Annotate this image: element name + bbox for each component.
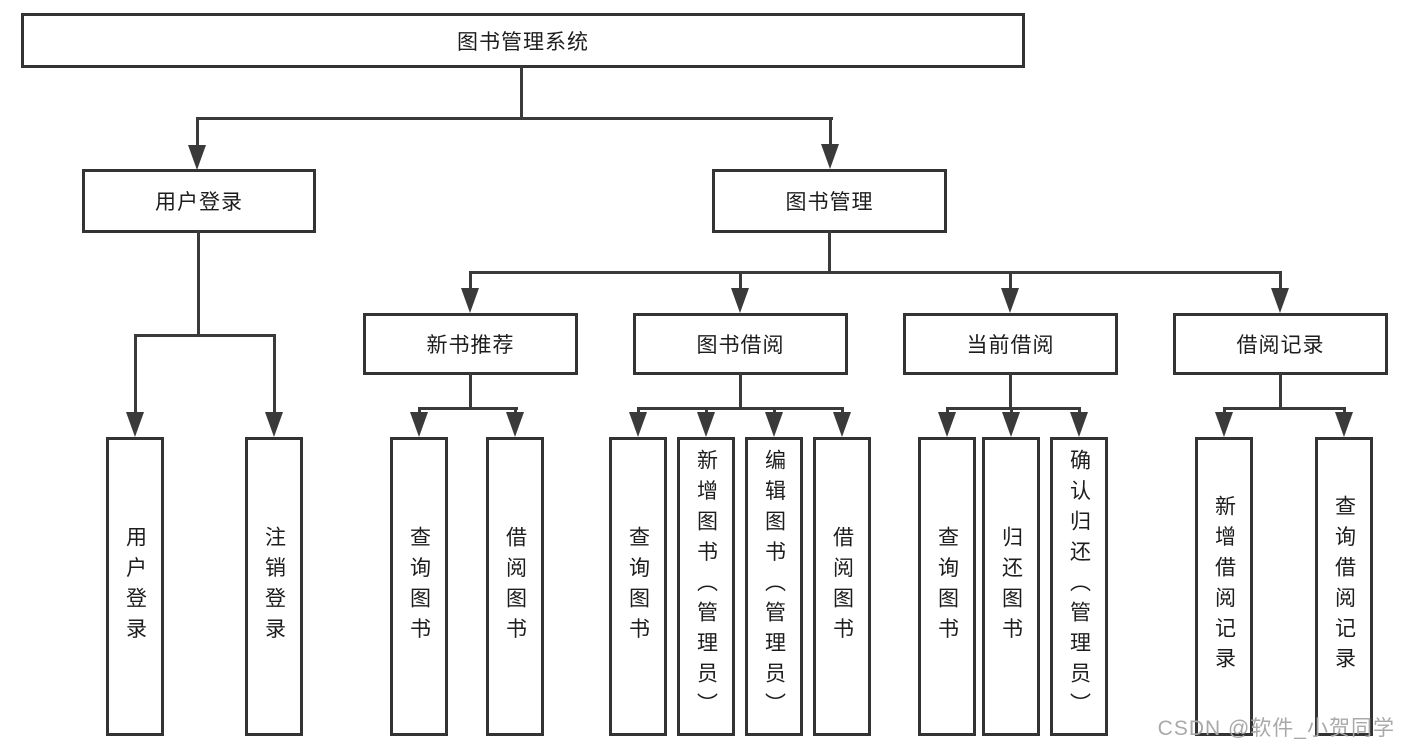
- leaf-br-add-record: 新增借阅记录: [1195, 437, 1253, 736]
- node-borrow-record: 借阅记录: [1173, 313, 1388, 375]
- connector-level2-hline: [196, 117, 833, 120]
- connector-bb-hline: [637, 407, 844, 410]
- csdn-watermark: CSDN @软件_小贺同学: [1157, 717, 1395, 740]
- leaf-logout-label: 注销登录: [262, 525, 286, 648]
- node-current-borrow-label: 当前借阅: [966, 334, 1055, 357]
- arrow-to-current-borrow: [1001, 272, 1019, 313]
- leaf-user-login-label: 用户登录: [123, 525, 147, 648]
- arrow-to-rec-borrow: [506, 408, 524, 437]
- connector-rec-stub: [469, 373, 472, 410]
- connector-br-stub: [1279, 373, 1282, 410]
- leaf-bb-query-book: 查询图书: [609, 437, 667, 736]
- connector-cb-hline: [946, 407, 1081, 410]
- leaf-rec-query-book-label: 查询图书: [407, 525, 431, 648]
- leaf-rec-borrow-book-label: 借阅图书: [503, 525, 527, 648]
- leaf-cb-confirm-return-label: 确认归还（管理员）: [1067, 449, 1091, 724]
- leaf-bb-add-book: 新增图书（管理员）: [677, 437, 735, 736]
- node-book-borrow-label: 图书借阅: [696, 334, 785, 357]
- leaf-bb-edit-book-label: 编辑图书（管理员）: [762, 449, 786, 724]
- arrow-to-user-login: [188, 118, 206, 170]
- arrow-to-bb-add: [697, 408, 715, 437]
- connector-user-login-hline: [134, 334, 276, 337]
- arrow-to-leaf-user-login: [126, 335, 144, 437]
- arrow-to-cb-return: [1002, 408, 1020, 437]
- node-user-login-label: 用户登录: [155, 191, 243, 214]
- connector-br-hline: [1223, 407, 1346, 410]
- leaf-cb-query-book-label: 查询图书: [935, 525, 959, 648]
- leaf-br-query-record: 查询借阅记录: [1315, 437, 1373, 736]
- arrow-to-cb-confirm: [1070, 408, 1088, 437]
- leaf-cb-return-book: 归还图书: [982, 437, 1040, 736]
- connector-cb-stub: [1009, 373, 1012, 410]
- arrow-to-cb-query: [938, 408, 956, 437]
- arrow-to-new-book-rec: [461, 272, 479, 313]
- arrow-to-book-borrow: [731, 272, 749, 313]
- arrow-to-br-add: [1215, 408, 1233, 437]
- node-book-mgmt-label: 图书管理: [785, 191, 874, 214]
- leaf-bb-query-book-label: 查询图书: [626, 525, 650, 648]
- leaf-bb-edit-book: 编辑图书（管理员）: [745, 437, 803, 736]
- connector-book-mgmt-stub: [828, 231, 831, 274]
- connector-root-stub: [520, 66, 523, 118]
- arrow-to-bb-query: [629, 408, 647, 437]
- node-book-mgmt: 图书管理: [712, 169, 947, 233]
- arrow-to-borrow-record: [1271, 272, 1289, 313]
- node-new-book-rec: 新书推荐: [363, 313, 578, 375]
- node-borrow-record-label: 借阅记录: [1236, 334, 1325, 357]
- leaf-cb-query-book: 查询图书: [918, 437, 976, 736]
- arrow-to-leaf-logout: [265, 335, 283, 437]
- leaf-bb-borrow-book: 借阅图书: [813, 437, 871, 736]
- arrow-to-rec-query: [410, 408, 428, 437]
- node-book-borrow: 图书借阅: [633, 313, 848, 375]
- leaf-br-query-record-label: 查询借阅记录: [1332, 495, 1356, 678]
- leaf-cb-confirm-return: 确认归还（管理员）: [1050, 437, 1108, 736]
- leaf-br-add-record-label: 新增借阅记录: [1212, 495, 1236, 678]
- node-new-book-rec-label: 新书推荐: [426, 334, 515, 357]
- arrow-to-book-mgmt: [821, 118, 839, 169]
- connector-bb-stub: [739, 373, 742, 410]
- leaf-bb-borrow-book-label: 借阅图书: [830, 525, 854, 648]
- leaf-cb-return-book-label: 归还图书: [999, 525, 1023, 648]
- leaf-rec-borrow-book: 借阅图书: [486, 437, 544, 736]
- node-current-borrow: 当前借阅: [903, 313, 1118, 375]
- leaf-user-login: 用户登录: [106, 437, 164, 736]
- connector-rec-hline: [418, 407, 518, 410]
- node-root-label: 图书管理系统: [457, 30, 589, 54]
- arrow-to-bb-edit: [765, 408, 783, 437]
- arrow-to-bb-borrow: [833, 408, 851, 437]
- leaf-logout: 注销登录: [245, 437, 303, 736]
- leaf-bb-add-book-label: 新增图书（管理员）: [694, 449, 718, 724]
- node-user-login: 用户登录: [82, 169, 316, 233]
- node-root: 图书管理系统: [21, 13, 1025, 68]
- arrow-to-br-query: [1335, 408, 1353, 437]
- leaf-rec-query-book: 查询图书: [390, 437, 448, 736]
- connector-level3-hline: [469, 271, 1282, 274]
- connector-user-login-stub: [197, 231, 200, 337]
